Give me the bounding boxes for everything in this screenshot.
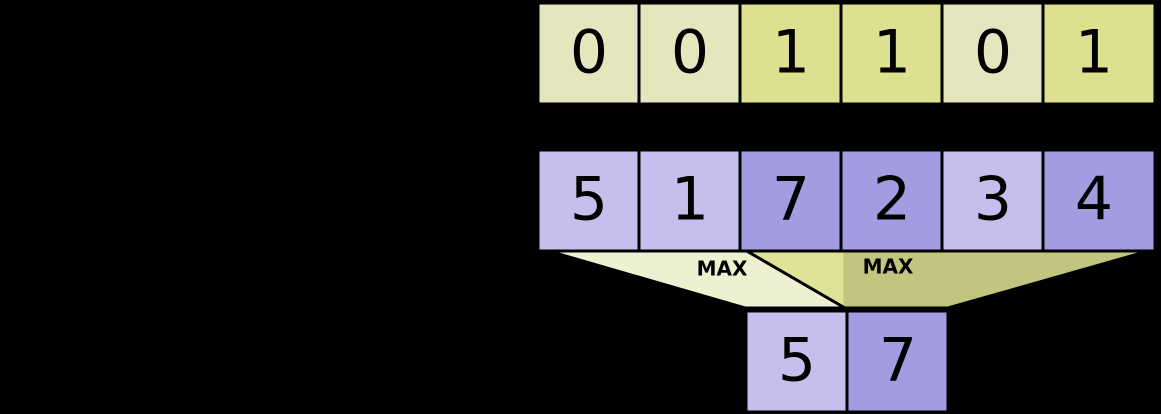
output-cell-2 bbox=[845, 309, 950, 414]
mask-cell-4-value: 1 bbox=[873, 18, 911, 88]
input-cell-4-value: 2 bbox=[873, 165, 911, 235]
mask-cell-6 bbox=[1041, 1, 1157, 106]
input-cell-1 bbox=[536, 148, 641, 253]
mask-cell-2-value: 0 bbox=[671, 18, 709, 88]
mask-cell-5 bbox=[940, 1, 1045, 106]
mask-cell-4 bbox=[839, 1, 944, 106]
input-cell-2 bbox=[637, 148, 742, 253]
mask-cell-1 bbox=[536, 1, 641, 106]
mask-cell-6-value: 1 bbox=[1075, 18, 1113, 88]
output-cell-1 bbox=[744, 309, 849, 414]
mask-cell-3-value: 1 bbox=[772, 18, 810, 88]
input-cell-6 bbox=[1041, 148, 1157, 253]
input-cell-5 bbox=[940, 148, 1045, 253]
output-cell-1-value: 5 bbox=[778, 326, 816, 396]
input-cell-4 bbox=[839, 148, 944, 253]
input-cell-5-value: 3 bbox=[974, 165, 1012, 235]
input-values-row: 5 1 7 2 3 4 bbox=[536, 148, 1157, 253]
max-label-group: MAX MAX bbox=[697, 255, 914, 281]
input-cell-2-value: 1 bbox=[671, 165, 709, 235]
output-cell-2-value: 7 bbox=[879, 326, 917, 396]
mask-cell-3 bbox=[738, 1, 843, 106]
max-label-right: MAX bbox=[863, 255, 914, 279]
input-cell-6-value: 4 bbox=[1075, 165, 1113, 235]
funnel-group bbox=[544, 248, 1153, 310]
input-cell-1-value: 5 bbox=[570, 165, 608, 235]
output-values-row: 5 7 bbox=[744, 309, 950, 414]
mask-cell-5-value: 0 bbox=[974, 18, 1012, 88]
max-label-left: MAX bbox=[697, 257, 748, 281]
input-cell-3-value: 7 bbox=[772, 165, 810, 235]
mask-cell-1-value: 0 bbox=[570, 18, 608, 88]
binary-mask-row: 0 0 1 1 0 1 bbox=[536, 1, 1157, 106]
